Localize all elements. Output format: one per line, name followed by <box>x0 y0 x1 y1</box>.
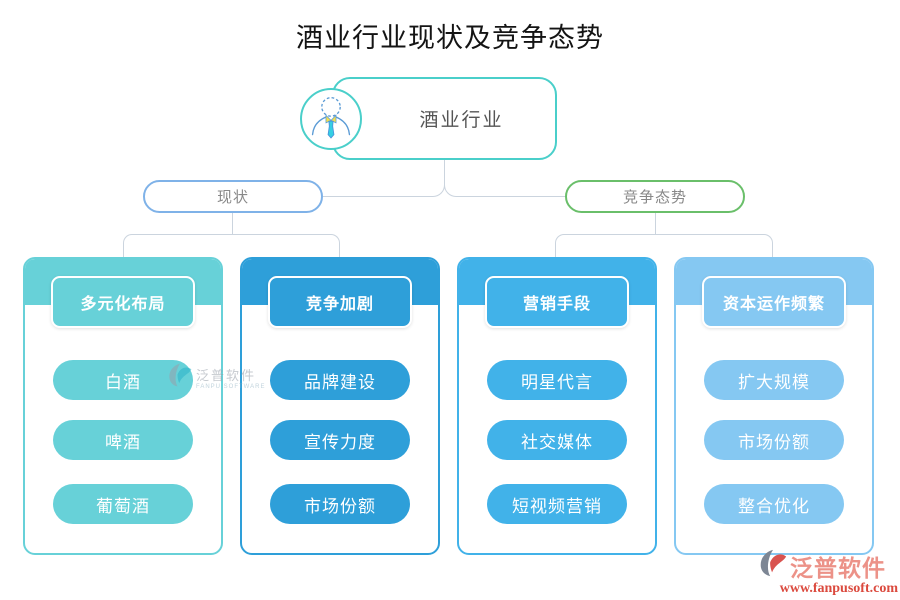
watermark-brand-text: 泛普软件 <box>196 368 257 383</box>
connector-root-to-right-branch <box>444 159 565 197</box>
item-pill[interactable]: 宣传力度 <box>270 420 410 460</box>
card-header-button[interactable]: 竞争加剧 <box>268 276 412 328</box>
branch-node-label: 竞争态势 <box>622 190 687 206</box>
item-pill[interactable]: 葡萄酒 <box>53 484 193 524</box>
card-header-button[interactable]: 资本运作频繁 <box>702 276 846 328</box>
item-pill[interactable]: 啤酒 <box>53 420 193 460</box>
person-avatar-icon <box>305 91 357 148</box>
card-header-label: 资本运作频繁 <box>722 296 825 313</box>
fanpu-swoosh-logo-icon <box>758 548 788 583</box>
item-pill[interactable]: 短视频营销 <box>487 484 627 524</box>
card-header-button[interactable]: 多元化布局 <box>51 276 195 328</box>
watermark-brand-text: 泛普软件 <box>790 555 886 581</box>
item-label: 葡萄酒 <box>96 496 150 516</box>
card-diversified-layout: 多元化布局 白酒 啤酒 葡萄酒 <box>23 257 223 555</box>
item-label: 整合优化 <box>738 496 810 516</box>
item-pill[interactable]: 市场份额 <box>704 420 844 460</box>
connector-left-bracket <box>123 234 340 257</box>
item-pill[interactable]: 白酒 <box>53 360 193 400</box>
item-pill[interactable]: 品牌建设 <box>270 360 410 400</box>
item-label: 白酒 <box>105 372 141 392</box>
watermark-center: 泛普软件 FANPU SOFTWARE <box>167 362 265 393</box>
page-title: 酒业行业现状及竞争态势 <box>296 23 604 53</box>
root-node[interactable]: 酒业行业 <box>332 77 557 160</box>
fanpu-swoosh-logo-icon <box>167 362 193 393</box>
item-label: 社交媒体 <box>521 432 593 452</box>
card-frequent-capital-operations: 资本运作频繁 扩大规模 市场份额 整合优化 <box>674 257 874 555</box>
root-node-label: 酒业行业 <box>419 110 504 131</box>
branch-node-competition[interactable]: 竞争态势 <box>565 180 745 213</box>
connector-left-branch-stub <box>232 213 233 234</box>
card-marketing-methods: 营销手段 明星代言 社交媒体 短视频营销 <box>457 257 657 555</box>
item-pill[interactable]: 整合优化 <box>704 484 844 524</box>
item-label: 市场份额 <box>304 496 376 516</box>
item-pill[interactable]: 扩大规模 <box>704 360 844 400</box>
card-header-button[interactable]: 营销手段 <box>485 276 629 328</box>
item-label: 啤酒 <box>105 432 141 452</box>
connector-right-branch-stub <box>655 213 656 234</box>
item-pill[interactable]: 明星代言 <box>487 360 627 400</box>
item-label: 市场份额 <box>738 432 810 452</box>
item-label: 明星代言 <box>521 372 593 392</box>
connector-root-to-left-branch <box>323 159 445 197</box>
card-intensified-competition: 竞争加剧 品牌建设 宣传力度 市场份额 <box>240 257 440 555</box>
branch-node-label: 现状 <box>216 190 249 206</box>
item-pill[interactable]: 社交媒体 <box>487 420 627 460</box>
connector-right-bracket <box>555 234 773 257</box>
avatar <box>300 88 362 150</box>
watermark-brand-subtext: FANPU SOFTWARE <box>196 384 266 390</box>
item-pill[interactable]: 市场份额 <box>270 484 410 524</box>
branch-node-status[interactable]: 现状 <box>143 180 323 213</box>
card-header-label: 营销手段 <box>522 296 591 313</box>
item-label: 宣传力度 <box>304 432 376 452</box>
item-label: 短视频营销 <box>512 496 602 516</box>
card-header-label: 竞争加剧 <box>305 296 374 313</box>
item-label: 扩大规模 <box>738 372 810 392</box>
card-header-label: 多元化布局 <box>80 296 166 313</box>
item-label: 品牌建设 <box>304 372 376 392</box>
watermark-corner: 泛普软件 www.fanpusoft.com <box>758 548 898 597</box>
watermark-url-text: www.fanpusoft.com <box>779 581 898 596</box>
